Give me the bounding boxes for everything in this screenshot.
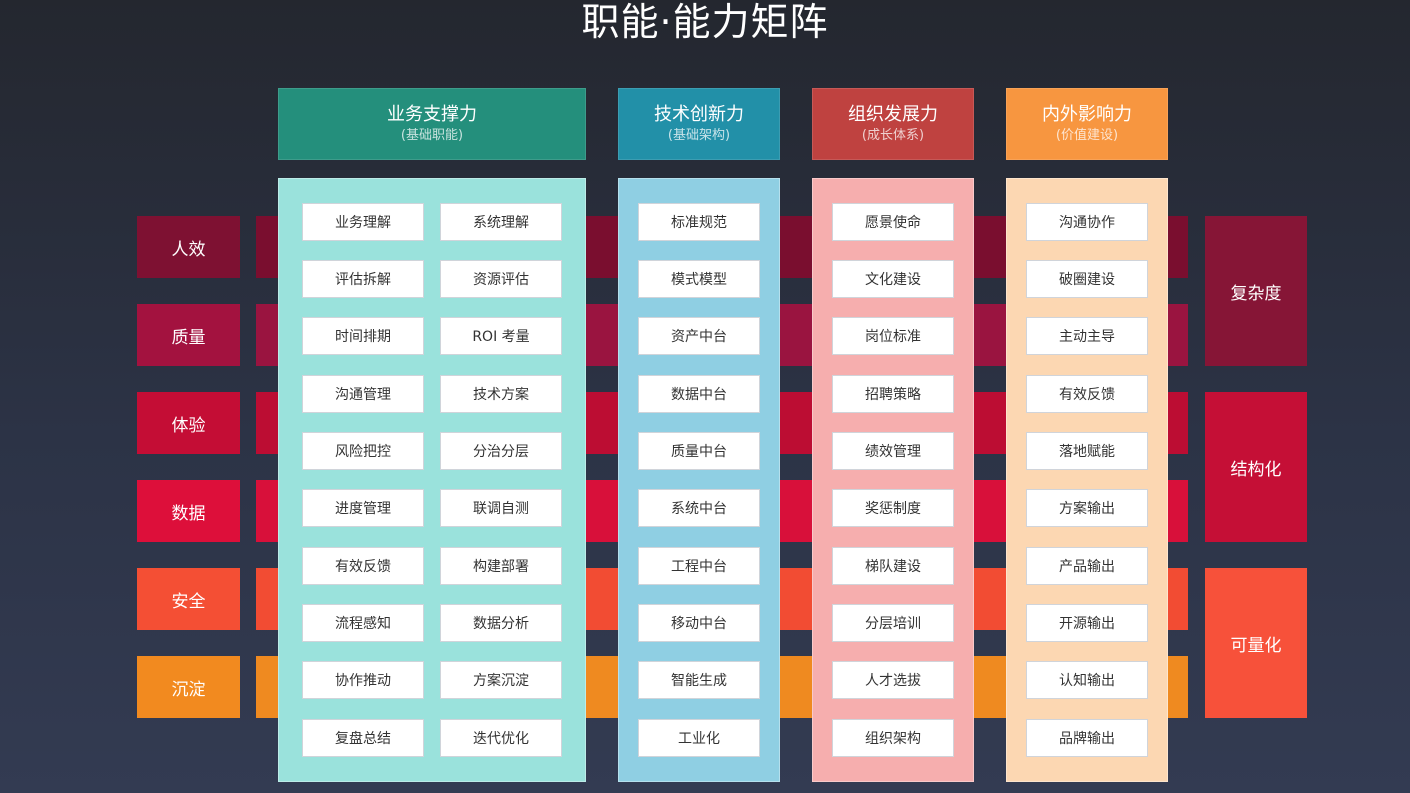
dimension-label: 结构化 bbox=[1205, 392, 1307, 542]
skill-cell: 工程中台 bbox=[638, 547, 760, 585]
skill-cell: 智能生成 bbox=[638, 661, 760, 699]
skill-cell: 破圈建设 bbox=[1026, 260, 1148, 298]
skill-cell: 复盘总结 bbox=[302, 719, 424, 757]
column-title: 组织发展力 bbox=[848, 104, 938, 125]
column-header: 技术创新力 (基础架构) bbox=[618, 88, 780, 160]
column-title: 技术创新力 bbox=[654, 104, 744, 125]
column-subtitle: (成长体系) bbox=[861, 128, 925, 143]
skill-cell: 数据分析 bbox=[440, 604, 562, 642]
skill-cell: 模式模型 bbox=[638, 260, 760, 298]
skill-cell: 产品输出 bbox=[1026, 547, 1148, 585]
skill-cell: 主动主导 bbox=[1026, 317, 1148, 355]
skill-cell: 流程感知 bbox=[302, 604, 424, 642]
row-label: 沉淀 bbox=[137, 656, 240, 718]
skill-cell: 标准规范 bbox=[638, 203, 760, 241]
skill-cell: 品牌输出 bbox=[1026, 719, 1148, 757]
column-subtitle: (基础职能) bbox=[400, 128, 464, 143]
dimension-label: 可量化 bbox=[1205, 568, 1307, 718]
skill-cell: 落地赋能 bbox=[1026, 432, 1148, 470]
skill-cell: 移动中台 bbox=[638, 604, 760, 642]
column-title: 内外影响力 bbox=[1042, 104, 1132, 125]
skill-cell: 工业化 bbox=[638, 719, 760, 757]
page-title: 职能·能力矩阵 bbox=[581, 0, 829, 44]
skill-cell: 岗位标准 bbox=[832, 317, 954, 355]
column-header: 业务支撑力 (基础职能) bbox=[278, 88, 586, 160]
dimension-label: 复杂度 bbox=[1205, 216, 1307, 366]
skill-cell: 愿景使命 bbox=[832, 203, 954, 241]
skill-cell: 分治分层 bbox=[440, 432, 562, 470]
row-label: 人效 bbox=[137, 216, 240, 278]
skill-cell: 迭代优化 bbox=[440, 719, 562, 757]
skill-cell: 数据中台 bbox=[638, 375, 760, 413]
row-label: 安全 bbox=[137, 568, 240, 630]
skill-cell: 认知输出 bbox=[1026, 661, 1148, 699]
skill-cell: 分层培训 bbox=[832, 604, 954, 642]
skill-cell: 开源输出 bbox=[1026, 604, 1148, 642]
column-subtitle: (基础架构) bbox=[667, 128, 731, 143]
skill-cell: 联调自测 bbox=[440, 489, 562, 527]
skill-cell: 系统中台 bbox=[638, 489, 760, 527]
column-header: 组织发展力 (成长体系) bbox=[812, 88, 974, 160]
skill-cell: 资源评估 bbox=[440, 260, 562, 298]
skill-cell: ROI 考量 bbox=[440, 317, 562, 355]
skill-cell: 系统理解 bbox=[440, 203, 562, 241]
skill-cell: 沟通协作 bbox=[1026, 203, 1148, 241]
skill-cell: 有效反馈 bbox=[302, 547, 424, 585]
skill-cell: 绩效管理 bbox=[832, 432, 954, 470]
skill-cell: 招聘策略 bbox=[832, 375, 954, 413]
skill-cell: 进度管理 bbox=[302, 489, 424, 527]
skill-cell: 方案输出 bbox=[1026, 489, 1148, 527]
skill-cell: 人才选拔 bbox=[832, 661, 954, 699]
skill-cell: 组织架构 bbox=[832, 719, 954, 757]
skill-cell: 有效反馈 bbox=[1026, 375, 1148, 413]
column-subtitle: (价值建设) bbox=[1055, 128, 1119, 143]
skill-cell: 质量中台 bbox=[638, 432, 760, 470]
skill-cell: 梯队建设 bbox=[832, 547, 954, 585]
skill-cell: 构建部署 bbox=[440, 547, 562, 585]
row-label: 体验 bbox=[137, 392, 240, 454]
skill-cell: 时间排期 bbox=[302, 317, 424, 355]
skill-cell: 文化建设 bbox=[832, 260, 954, 298]
column-title: 业务支撑力 bbox=[387, 104, 477, 125]
skill-cell: 沟通管理 bbox=[302, 375, 424, 413]
skill-cell: 协作推动 bbox=[302, 661, 424, 699]
skill-cell: 资产中台 bbox=[638, 317, 760, 355]
row-label: 质量 bbox=[137, 304, 240, 366]
skill-cell: 风险把控 bbox=[302, 432, 424, 470]
skill-cell: 奖惩制度 bbox=[832, 489, 954, 527]
column-header: 内外影响力 (价值建设) bbox=[1006, 88, 1168, 160]
skill-cell: 业务理解 bbox=[302, 203, 424, 241]
skill-cell: 评估拆解 bbox=[302, 260, 424, 298]
skill-cell: 方案沉淀 bbox=[440, 661, 562, 699]
skill-cell: 技术方案 bbox=[440, 375, 562, 413]
row-label: 数据 bbox=[137, 480, 240, 542]
